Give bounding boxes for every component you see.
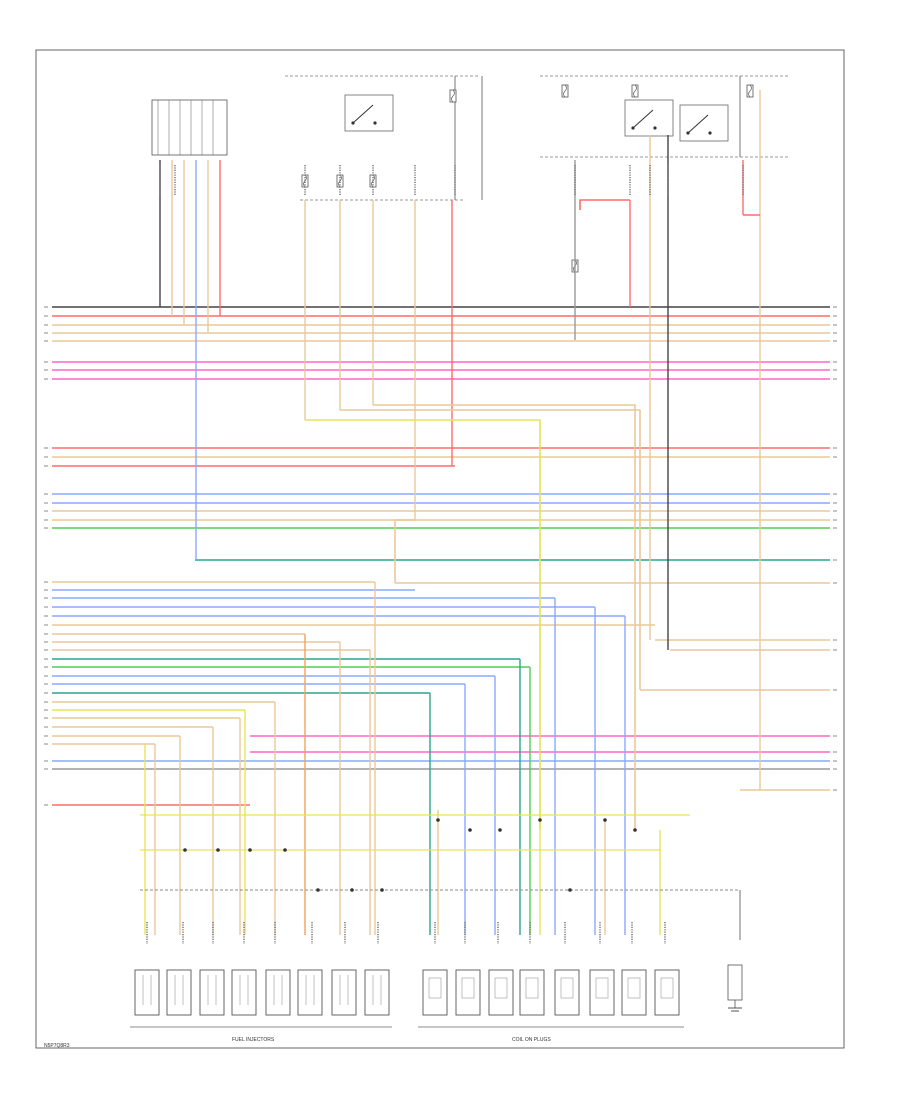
injector-body bbox=[166, 969, 192, 1016]
injector-body bbox=[297, 969, 323, 1016]
fuse-element bbox=[451, 89, 455, 103]
splice-point bbox=[216, 848, 220, 852]
splice-point bbox=[498, 828, 502, 832]
relay-body bbox=[344, 94, 394, 132]
relay-pivot bbox=[631, 126, 635, 130]
splice-point bbox=[568, 888, 572, 892]
injector-connector-icon bbox=[134, 969, 160, 1016]
splice-point bbox=[183, 848, 187, 852]
relay-body bbox=[624, 99, 674, 137]
relay-body bbox=[679, 104, 729, 142]
relay-contact bbox=[352, 104, 374, 124]
coil-connector-icon bbox=[589, 969, 615, 1016]
fuse-element bbox=[748, 84, 752, 98]
coil-connector-icon bbox=[554, 969, 580, 1016]
coil-body bbox=[519, 969, 545, 1016]
splice-point bbox=[316, 888, 320, 892]
relay-switch-icon bbox=[624, 99, 674, 137]
injector-connector-icon bbox=[231, 969, 257, 1016]
wire-route bbox=[579, 199, 630, 210]
ground-icon bbox=[727, 964, 743, 1012]
fuse-element bbox=[633, 84, 637, 98]
ground-connector bbox=[727, 964, 743, 1001]
coil-body bbox=[554, 969, 580, 1016]
wire-route bbox=[305, 419, 541, 830]
coil-connector-icon bbox=[488, 969, 514, 1016]
splice-point bbox=[248, 848, 252, 852]
fuse-element bbox=[303, 174, 307, 188]
coil-body bbox=[488, 969, 514, 1016]
coil-body bbox=[455, 969, 481, 1016]
coil-winding bbox=[627, 977, 641, 999]
wire-route bbox=[373, 404, 636, 830]
splice-point bbox=[380, 888, 384, 892]
connector-block bbox=[151, 99, 228, 156]
splice-point bbox=[603, 818, 607, 822]
injector-body bbox=[265, 969, 291, 1016]
fuse-element bbox=[563, 84, 567, 98]
splice-point bbox=[283, 848, 287, 852]
relay-switch-icon bbox=[679, 104, 729, 142]
splice-point bbox=[538, 818, 542, 822]
coil-winding bbox=[595, 977, 609, 999]
fuse-icon bbox=[746, 84, 754, 98]
injector-connector-icon bbox=[199, 969, 225, 1016]
coil-body bbox=[621, 969, 647, 1016]
coil-on-plugs-label: COIL ON PLUGS bbox=[512, 1037, 551, 1043]
fuse-icon bbox=[449, 89, 457, 103]
coil-winding bbox=[428, 977, 442, 999]
fuse-icon bbox=[631, 84, 639, 98]
splice-point bbox=[633, 828, 637, 832]
figure-id: N5P7Q8R3 bbox=[44, 1043, 70, 1049]
wire-route bbox=[394, 519, 415, 583]
relay-pivot bbox=[708, 131, 712, 135]
coil-connector-icon bbox=[422, 969, 448, 1016]
fuse-element bbox=[371, 174, 375, 188]
coil-connector-icon bbox=[455, 969, 481, 1016]
coil-connector-icon bbox=[519, 969, 545, 1016]
injector-body bbox=[331, 969, 357, 1016]
wire-route bbox=[340, 409, 641, 690]
splice-point bbox=[350, 888, 354, 892]
relay-pivot bbox=[351, 121, 355, 125]
injector-connector-icon bbox=[265, 969, 291, 1016]
coil-winding bbox=[461, 977, 475, 999]
fuel-injectors-label: FUEL INJECTORS bbox=[232, 1037, 275, 1043]
coil-body bbox=[654, 969, 680, 1016]
coil-connector-icon bbox=[621, 969, 647, 1016]
relay-pivot bbox=[653, 126, 657, 130]
injector-connector-icon bbox=[166, 969, 192, 1016]
coil-winding bbox=[560, 977, 574, 999]
injector-connector-icon bbox=[331, 969, 357, 1016]
splice-point bbox=[436, 818, 440, 822]
coil-winding bbox=[525, 977, 539, 999]
injector-body bbox=[364, 969, 390, 1016]
injector-connector-icon bbox=[364, 969, 390, 1016]
component-connectors bbox=[130, 964, 743, 1028]
fuse-relay-area bbox=[151, 75, 790, 273]
relay-pivot bbox=[373, 121, 377, 125]
fuse-icon bbox=[561, 84, 569, 98]
relay-pivot bbox=[686, 131, 690, 135]
diagram-frame bbox=[35, 49, 845, 1049]
relay-contact bbox=[632, 109, 654, 129]
injector-connector-icon bbox=[297, 969, 323, 1016]
splice-point bbox=[468, 828, 472, 832]
outer-border bbox=[35, 49, 845, 1049]
injector-body bbox=[134, 969, 160, 1016]
coil-winding bbox=[494, 977, 508, 999]
fuse-element bbox=[338, 174, 342, 188]
coil-body bbox=[589, 969, 615, 1016]
coil-body bbox=[422, 969, 448, 1016]
injector-body bbox=[231, 969, 257, 1016]
injector-body bbox=[199, 969, 225, 1016]
relay-switch-icon bbox=[344, 94, 394, 132]
relay-contact bbox=[687, 114, 709, 134]
coil-winding bbox=[660, 977, 674, 999]
coil-connector-icon bbox=[654, 969, 680, 1016]
wire-bundle bbox=[44, 90, 837, 944]
